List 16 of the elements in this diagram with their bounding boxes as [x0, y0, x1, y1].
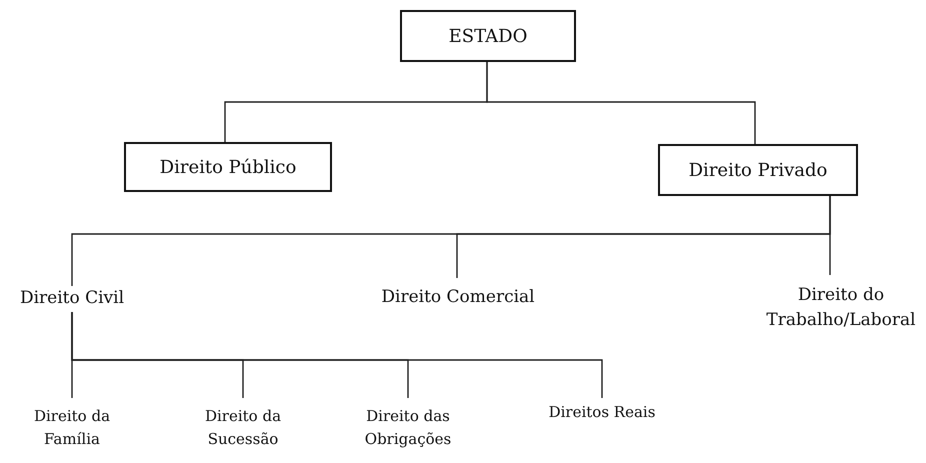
- box-label: Direito Privado: [688, 160, 828, 180]
- connector-line: [71, 312, 603, 398]
- box-label: Direito Público: [160, 156, 296, 178]
- box-label: ESTADO: [448, 26, 528, 46]
- branch-label: Direitos Reais: [530, 398, 674, 428]
- org-box: [400, 10, 576, 62]
- connector-line: [486, 62, 756, 144]
- branch-label: Direito do Trabalho/Laboral: [756, 275, 926, 341]
- connector-line: [829, 196, 831, 275]
- org-box: [124, 142, 332, 192]
- branch-label: Direito da Família: [20, 398, 124, 458]
- branch-label: Direito das Obrigações: [352, 398, 464, 458]
- branch-label: Direito Comercial: [360, 278, 556, 318]
- branch-label: Direito Civil: [8, 286, 136, 312]
- branch-label: Direito da Sucessão: [190, 398, 296, 458]
- org-box: [658, 144, 858, 196]
